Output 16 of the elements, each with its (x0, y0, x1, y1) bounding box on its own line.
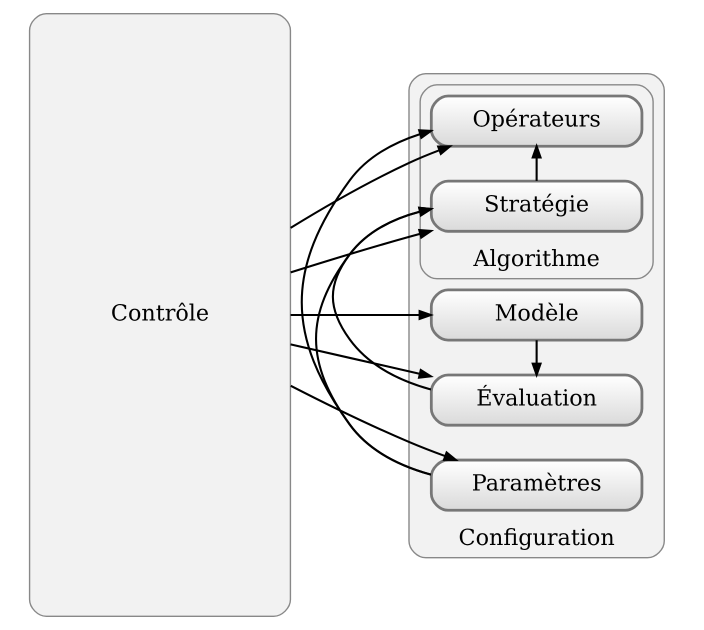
node-box: Évaluation (429, 374, 643, 427)
node-box: Modèle (429, 288, 643, 342)
node-box: Opérateurs (429, 94, 643, 148)
arrow (290, 145, 452, 229)
arrow (290, 310, 434, 320)
arrow (290, 343, 434, 379)
arrow (331, 206, 434, 391)
arrow (530, 143, 542, 181)
arrow (290, 384, 458, 461)
arrow (530, 340, 542, 378)
node-box: Contrôle (28, 13, 291, 617)
arrow (314, 206, 434, 476)
node-box: Paramètres (429, 458, 643, 512)
node-box: Stratégie (429, 180, 643, 233)
arrow (290, 228, 434, 274)
arrow (300, 129, 434, 476)
